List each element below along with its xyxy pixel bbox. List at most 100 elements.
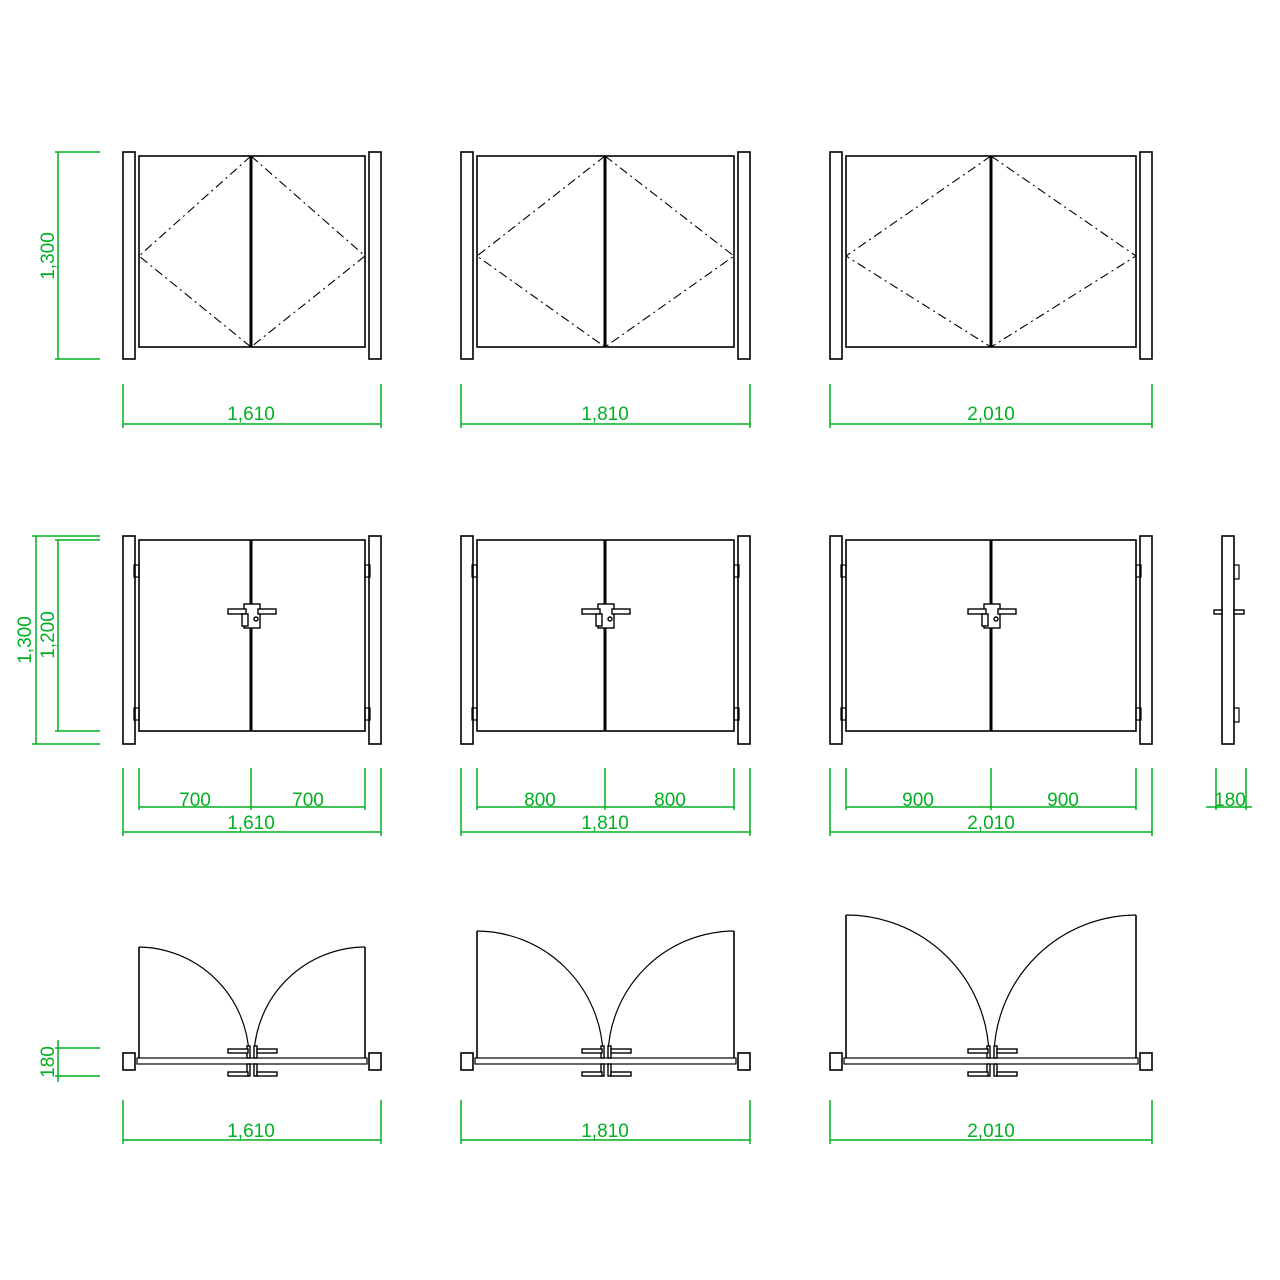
elevation-gate-large — [829, 151, 1153, 360]
hinge — [733, 564, 740, 578]
side-depth-label: 180 — [1214, 790, 1246, 811]
lever-handle-icon — [581, 603, 631, 629]
elevation-width-dimension-large: 2,010 — [829, 384, 1153, 428]
swing-pattern-left — [844, 155, 992, 348]
side-view-gate — [1213, 535, 1245, 745]
closed-leaves — [843, 1057, 1139, 1065]
hinge — [840, 564, 847, 578]
lever-handle-icon — [227, 603, 277, 629]
overall-width-label: 2,010 — [967, 1121, 1015, 1142]
elevation-height-dimension: 1,300 — [38, 151, 100, 360]
plan-width-dimension-medium: 1,810 — [460, 1100, 751, 1144]
lever-handle-plan-icon — [967, 1045, 1018, 1077]
plan-depth-label: 180 — [38, 1046, 59, 1078]
elevation-width-dimension-medium: 1,810 — [460, 384, 751, 428]
overall-width-label: 1,810 — [581, 404, 629, 425]
plan-gate-small — [122, 946, 382, 1077]
hinge — [733, 707, 740, 721]
post-right — [737, 535, 751, 745]
swing-pattern-left — [476, 155, 606, 348]
leaf-width-right-label: 800 — [654, 790, 686, 811]
leaf-width-right-label: 700 — [292, 790, 324, 811]
hinge — [840, 707, 847, 721]
closed-leaves — [474, 1057, 737, 1065]
hinge — [1233, 564, 1240, 580]
swing-arc-right — [607, 930, 735, 1055]
hinge — [364, 707, 371, 721]
post-plan-left — [829, 1052, 843, 1071]
overall-width-label: 1,810 — [581, 813, 629, 834]
front-width-dimensions-small: 700 700 1,610 — [122, 768, 382, 836]
leaf-height-label: 1,200 — [38, 611, 59, 659]
plan-width-dimension-small: 1,610 — [122, 1100, 382, 1144]
front-width-dimensions-medium: 800 800 1,810 — [460, 768, 751, 836]
front-leaf-height-dimension: 1,200 — [38, 539, 100, 732]
swing-arc-left — [476, 930, 604, 1055]
post-right — [1139, 535, 1153, 745]
front-width-dimensions-large: 900 900 2,010 — [829, 768, 1153, 836]
elevation-gate-medium — [460, 151, 751, 360]
post-left — [122, 151, 136, 360]
handle-side-icon — [1213, 609, 1223, 615]
hinge — [133, 707, 140, 721]
elevation-gate-small — [122, 151, 382, 360]
post-right — [737, 151, 751, 360]
side-depth-dimension: 180 — [1206, 768, 1252, 811]
plan-depth-dimension: 180 — [38, 1040, 100, 1082]
overall-width-label: 1,610 — [227, 1121, 275, 1142]
plan-gate-large — [829, 914, 1153, 1077]
post-right — [368, 535, 382, 745]
post-plan-right — [368, 1052, 382, 1071]
closed-leaves — [136, 1057, 368, 1065]
overall-width-label: 1,610 — [227, 404, 275, 425]
swing-pattern-right — [990, 155, 1138, 348]
front-gate-small — [122, 535, 382, 745]
overall-width-label: 1,610 — [227, 813, 275, 834]
swing-pattern-left — [138, 155, 252, 348]
plan-gate-medium — [460, 930, 751, 1077]
hinge — [1135, 564, 1142, 578]
swing-pattern-right — [604, 155, 735, 348]
leaf-width-left-label: 900 — [902, 790, 934, 811]
front-total-height-dimension: 1,300 — [15, 535, 100, 745]
front-gate-large — [829, 535, 1153, 745]
hinge — [1135, 707, 1142, 721]
post-plan-left — [460, 1052, 474, 1071]
handle-side-icon — [1233, 609, 1245, 615]
leaf-width-left-label: 800 — [524, 790, 556, 811]
total-height-label: 1,300 — [15, 616, 36, 664]
overall-width-label: 2,010 — [967, 404, 1015, 425]
lever-handle-plan-icon — [581, 1045, 632, 1077]
swing-arc-left — [138, 946, 250, 1055]
post-plan-left — [122, 1052, 136, 1071]
leaf-width-right-label: 900 — [1047, 790, 1079, 811]
swing-pattern-right — [250, 155, 366, 348]
post-left — [829, 535, 843, 745]
post-side — [1221, 535, 1235, 745]
hinge — [364, 564, 371, 578]
swing-arc-right — [993, 914, 1137, 1055]
post-left — [460, 151, 474, 360]
post-right — [368, 151, 382, 360]
lever-handle-plan-icon — [227, 1045, 278, 1077]
post-left — [122, 535, 136, 745]
overall-width-label: 1,810 — [581, 1121, 629, 1142]
hinge — [133, 564, 140, 578]
post-left — [460, 535, 474, 745]
swing-arc-left — [845, 914, 990, 1055]
overall-width-label: 2,010 — [967, 813, 1015, 834]
elevation-height-label: 1,300 — [38, 232, 59, 280]
post-plan-right — [737, 1052, 751, 1071]
plan-width-dimension-large: 2,010 — [829, 1100, 1153, 1144]
hinge — [1233, 707, 1240, 723]
elevation-width-dimension-small: 1,610 — [122, 384, 382, 428]
leaf-width-left-label: 700 — [179, 790, 211, 811]
swing-arc-right — [253, 946, 366, 1055]
post-plan-right — [1139, 1052, 1153, 1071]
hinge — [471, 707, 478, 721]
post-left — [829, 151, 843, 360]
post-right — [1139, 151, 1153, 360]
hinge — [471, 564, 478, 578]
front-gate-medium — [460, 535, 751, 745]
